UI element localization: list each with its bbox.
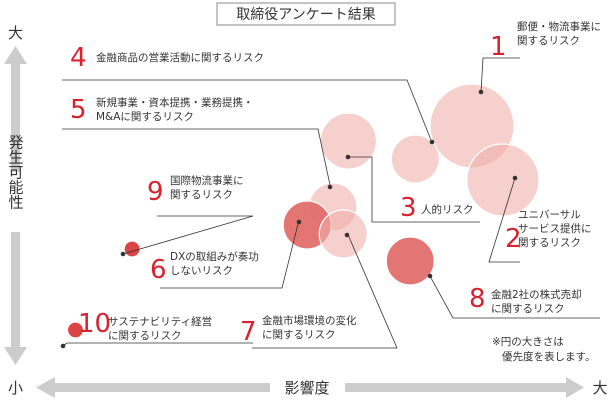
y-axis-label: 発生可能性 <box>7 135 25 210</box>
y-axis-arrow <box>4 46 27 365</box>
risk-number-1: 1 <box>490 32 507 62</box>
risk-label-4-line-1: 金融商品の営業活動に関するリスク <box>96 51 264 64</box>
risk-number-5: 5 <box>70 95 87 125</box>
risk-number-6: 6 <box>150 255 167 285</box>
x-axis-label: 影響度 <box>284 379 329 397</box>
risk-anchor-dot-3 <box>345 154 351 160</box>
risk-label-1-line-2: 関するリスク <box>517 35 580 47</box>
risk-anchor-dot-2 <box>512 175 518 181</box>
risk-label-9-line-1: 国際物流事業に <box>170 174 244 187</box>
risk-number-2: 2 <box>505 224 522 254</box>
x-axis-arrow <box>36 377 584 398</box>
risk-label-3-line-1: 人的リスク <box>421 203 474 216</box>
risk-label-5-line-1: 新規事業・資本提携・業務提携・ <box>96 96 254 109</box>
risk-label-8-line-2: に関するリスク <box>491 303 565 315</box>
risk-anchor-dot-4 <box>429 139 435 145</box>
risk-number-10: 10 <box>78 309 111 339</box>
risk-label-2-line-3: 関するリスク <box>518 237 581 249</box>
bubbles-layer <box>66 83 540 339</box>
risk-bubble-4 <box>319 112 377 170</box>
risk-bubble-10 <box>66 321 85 339</box>
risk-anchor-dot-8 <box>427 273 433 279</box>
risk-number-9: 9 <box>147 177 164 207</box>
risk-number-8: 8 <box>469 284 486 314</box>
risk-bubble-8 <box>385 236 435 286</box>
y-axis-high-label: 大 <box>8 24 23 42</box>
risk-label-2-line-1: ユニバーサル <box>518 209 581 221</box>
risk-label-6-line-1: DXの取組みが奏功 <box>170 250 259 263</box>
risk-anchor-dot-6 <box>296 219 302 225</box>
risk-bubble-3 <box>390 134 440 184</box>
y-axis-low-label: 小 <box>8 379 23 397</box>
risk-anchor-dot-1 <box>478 89 484 95</box>
risk-bubble-7 <box>318 209 368 259</box>
risk-number-3: 3 <box>400 193 417 223</box>
risk-label-9-line-2: 関するリスク <box>170 189 233 201</box>
risk-label-5-line-2: M&Aに関するリスク <box>96 111 194 123</box>
risk-leader-line-2 <box>488 177 520 263</box>
risk-leader-line-10 <box>62 342 253 347</box>
risk-anchor-dot-10 <box>60 343 66 349</box>
risk-label-8-line-1: 金融2社の株式売却 <box>491 288 582 301</box>
risk-label-10-line-2: に関するリスク <box>108 330 182 342</box>
risk-leader-line-3 <box>348 156 480 223</box>
risk-label-1-line-1: 郵便・物流事業に <box>517 20 601 33</box>
risk-bubble-9 <box>123 240 141 258</box>
risk-label-6-line-2: しないリスク <box>170 265 233 277</box>
chart-title: 取締役アンケート結果 <box>236 6 375 23</box>
x-axis-high-label: 大 <box>592 379 607 397</box>
risk-leader-line-1 <box>480 57 520 93</box>
risk-anchor-dot-7 <box>344 232 350 238</box>
risk-label-10-line-1: サステナビリティ経営 <box>108 315 212 328</box>
risk-label-7-line-2: に関するリスク <box>262 329 336 341</box>
risk-number-4: 4 <box>70 43 87 73</box>
title-box <box>216 2 396 26</box>
risk-label-2-line-2: サービス提供に <box>518 222 592 235</box>
note-line-2: 優先度を表します。 <box>502 350 595 363</box>
risk-anchor-dot-9 <box>120 251 126 257</box>
risk-leader-line-9 <box>122 215 254 255</box>
note-line-1: ※円の大きさは <box>492 335 564 348</box>
leaders-layer <box>60 57 600 349</box>
risk-label-7-line-1: 金融市場環境の変化 <box>262 314 357 327</box>
risk-anchor-dot-5 <box>327 184 333 190</box>
risk-number-7: 7 <box>240 317 257 347</box>
risk-bubble-2 <box>466 143 540 217</box>
